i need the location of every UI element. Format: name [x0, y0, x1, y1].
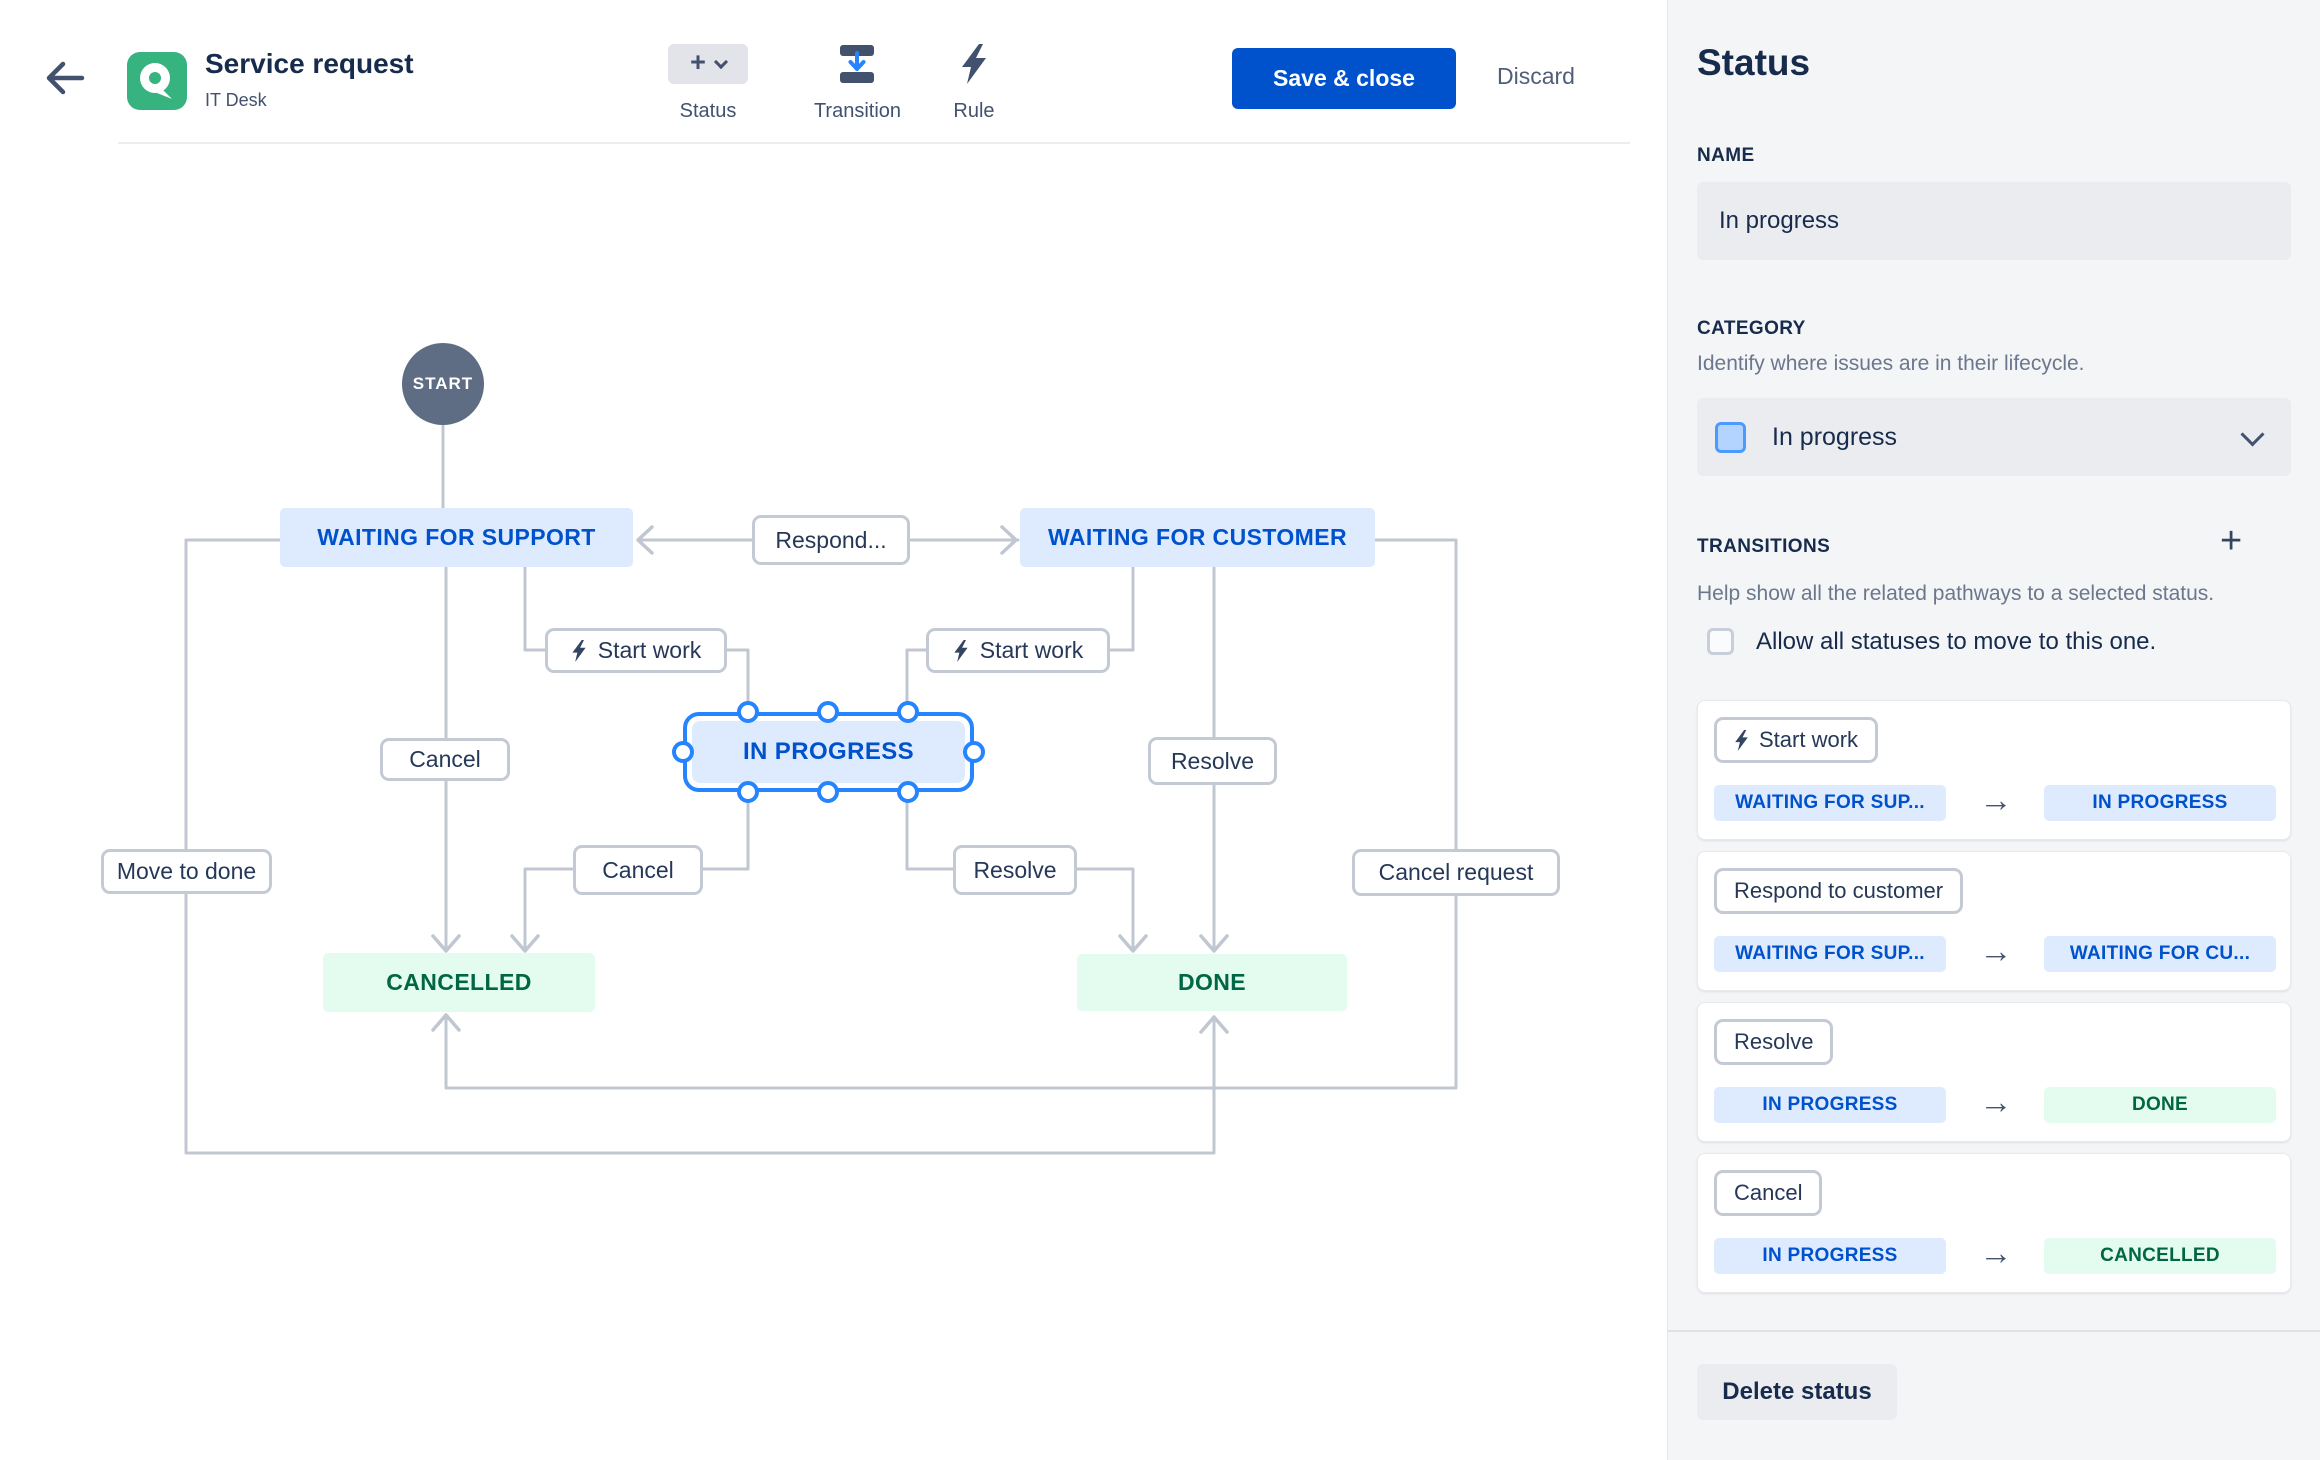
to-status-pill: WAITING FOR CU...: [2044, 936, 2276, 972]
add-status-button[interactable]: +: [668, 44, 748, 84]
transition-name-label: Respond to customer: [1734, 878, 1944, 903]
transition-name-button[interactable]: Respond to customer: [1714, 868, 1964, 914]
to-status-pill: DONE: [2044, 1087, 2276, 1123]
node-in-progress-label: IN PROGRESS: [692, 721, 965, 783]
to-status-pill: IN PROGRESS: [2044, 785, 2276, 821]
transition-tool-label: Transition: [813, 100, 902, 122]
selection-handle[interactable]: [737, 781, 759, 803]
add-transition-button[interactable]: +: [2220, 520, 2243, 562]
rule-tool-icon[interactable]: [960, 44, 988, 89]
transition-chip-start-work-left[interactable]: Start work: [545, 628, 727, 673]
rule-tool-label: Rule: [953, 100, 995, 122]
transition-name-button[interactable]: Start work: [1714, 717, 1879, 763]
transition-name-button[interactable]: Cancel: [1714, 1170, 1823, 1216]
transition-chip-label: Respond...: [775, 526, 887, 553]
discard-button[interactable]: Discard: [1497, 63, 1575, 89]
selection-handle[interactable]: [963, 741, 985, 763]
transition-chip-label: Start work: [979, 637, 1084, 663]
transitions-label: TRANSITIONS: [1697, 536, 1831, 557]
transition-name-label: Cancel: [1734, 1180, 1803, 1205]
name-label: NAME: [1697, 145, 1755, 166]
to-status-pill: CANCELLED: [2044, 1238, 2276, 1274]
lightning-icon: [954, 639, 968, 662]
category-select[interactable]: In progress: [1697, 398, 2291, 476]
transition-chip-label: Cancel: [602, 856, 674, 883]
transition-name-label: Start work: [1759, 727, 1859, 752]
status-name-input[interactable]: [1697, 182, 2291, 260]
from-status-pill: IN PROGRESS: [1714, 1087, 1946, 1123]
transition-name-button[interactable]: Resolve: [1714, 1019, 1834, 1065]
selection-handle[interactable]: [897, 781, 919, 803]
selection-handle[interactable]: [817, 701, 839, 723]
back-arrow-icon[interactable]: [42, 58, 86, 100]
plus-icon: +: [690, 47, 706, 77]
transition-chip-start-work-right[interactable]: Start work: [926, 628, 1110, 673]
page-subtitle: IT Desk: [205, 90, 267, 110]
transition-card: Respond to customer WAITING FOR SUP... →…: [1697, 851, 2291, 991]
transition-chip-resolve-from-in-progress[interactable]: Resolve: [953, 845, 1077, 895]
selection-handle[interactable]: [737, 701, 759, 723]
transition-chip-label: Cancel request: [1378, 859, 1534, 885]
node-waiting-for-support[interactable]: WAITING FOR SUPPORT: [280, 508, 633, 567]
transition-card: Cancel IN PROGRESS → CANCELLED: [1697, 1153, 2291, 1293]
category-help-text: Identify where issues are in their lifec…: [1697, 352, 2085, 375]
transition-chip-label: Cancel: [409, 746, 481, 772]
add-transition-tool-icon[interactable]: [840, 45, 874, 88]
status-detail-panel: Status NAME CATEGORY Identify where issu…: [1667, 0, 2320, 1460]
transition-chip-label: Resolve: [973, 856, 1057, 883]
selection-handle[interactable]: [672, 741, 694, 763]
from-status-pill: WAITING FOR SUP...: [1714, 785, 1946, 821]
panel-title: Status: [1697, 42, 1811, 83]
node-start[interactable]: START: [402, 343, 484, 425]
status-tool-label: Status: [679, 100, 737, 122]
transition-chip-label: Move to done: [116, 858, 257, 884]
arrow-right-icon: →: [1979, 781, 2013, 818]
node-cancelled[interactable]: CANCELLED: [323, 953, 595, 1012]
save-close-button[interactable]: Save & close: [1232, 48, 1456, 109]
transition-chip-label: Resolve: [1170, 747, 1255, 774]
node-waiting-for-customer[interactable]: WAITING FOR CUSTOMER: [1020, 508, 1375, 567]
transition-card: Start work WAITING FOR SUP... → IN PROGR…: [1697, 700, 2291, 840]
arrow-right-icon: →: [1979, 1083, 2013, 1120]
lightning-icon: [572, 639, 586, 662]
transition-chip-cancel-from-support[interactable]: Cancel: [380, 738, 510, 781]
transition-chip-label: Start work: [597, 637, 702, 663]
selection-handle[interactable]: [817, 781, 839, 803]
category-label: CATEGORY: [1697, 318, 1806, 339]
arrow-right-icon: →: [1979, 1234, 2013, 1271]
transition-chip-resolve-from-customer[interactable]: Resolve: [1148, 737, 1277, 785]
transition-chip-cancel-from-in-progress[interactable]: Cancel: [573, 845, 703, 895]
node-in-progress-selected[interactable]: IN PROGRESS: [683, 712, 974, 792]
panel-divider: [1668, 1330, 2320, 1332]
arrow-right-icon: →: [1979, 932, 2013, 969]
chevron-down-icon: [2240, 421, 2265, 447]
lightning-icon: [1735, 729, 1748, 751]
selection-handle[interactable]: [897, 701, 919, 723]
transitions-help-text: Help show all the related pathways to a …: [1697, 582, 2215, 605]
delete-status-button[interactable]: Delete status: [1697, 1364, 1897, 1420]
service-desk-app-icon: [127, 52, 187, 110]
from-status-pill: IN PROGRESS: [1714, 1238, 1946, 1274]
node-done[interactable]: DONE: [1077, 954, 1347, 1011]
in-progress-category-icon: [1715, 421, 1746, 453]
allow-all-statuses-checkbox[interactable]: [1707, 628, 1734, 655]
transition-name-label: Resolve: [1734, 1029, 1814, 1054]
header-divider: [118, 142, 1630, 144]
page-title: Service request: [205, 48, 414, 79]
allow-all-statuses-label: Allow all statuses to move to this one.: [1756, 628, 2157, 655]
transition-chip-move-to-done[interactable]: Move to done: [101, 849, 272, 894]
transition-chip-cancel-request[interactable]: Cancel request: [1352, 849, 1560, 896]
from-status-pill: WAITING FOR SUP...: [1714, 936, 1946, 972]
category-value: In progress: [1772, 422, 1898, 451]
transition-chip-respond[interactable]: Respond...: [752, 515, 910, 565]
transition-card: Resolve IN PROGRESS → DONE: [1697, 1002, 2291, 1142]
